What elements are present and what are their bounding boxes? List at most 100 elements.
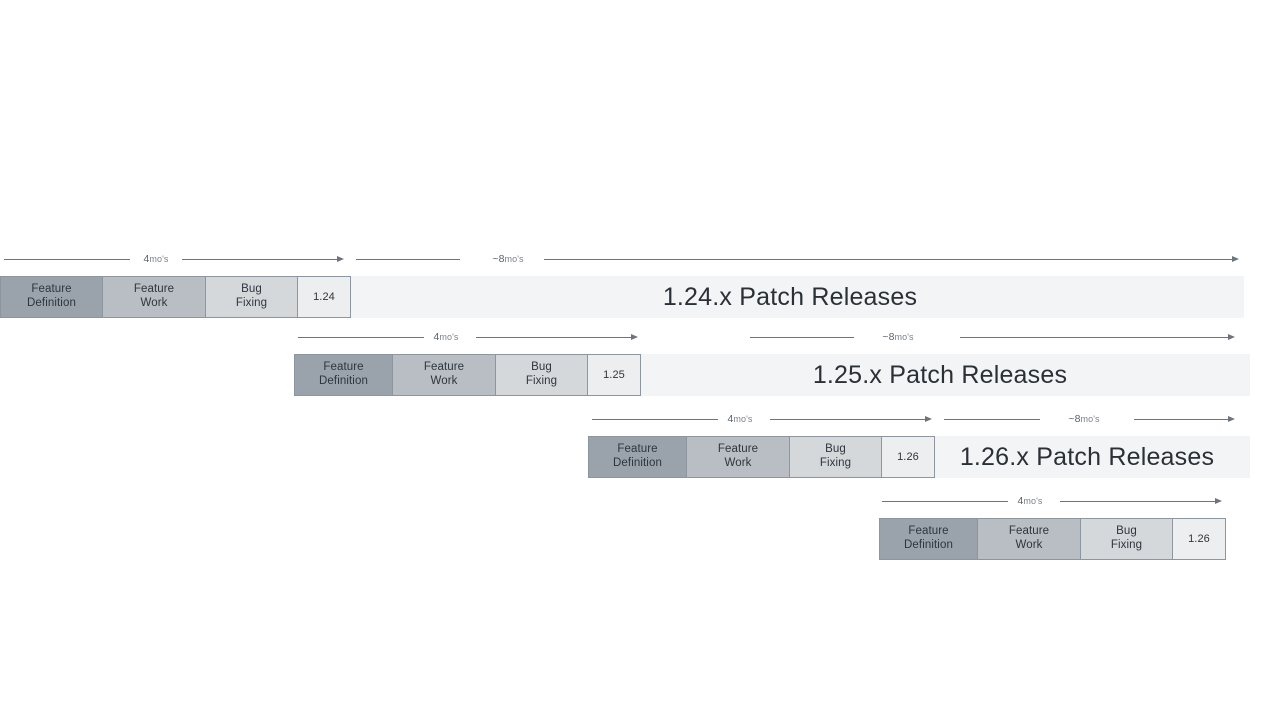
arrow-segment-right [182, 259, 337, 260]
dev-duration-unit: mo's [1023, 496, 1043, 506]
patch-duration-unit: mo's [894, 332, 914, 342]
arrow-head-icon [925, 415, 932, 422]
arrow-head-icon [631, 333, 638, 340]
phase-label-line1: Bug [531, 361, 552, 374]
arrow-segment-left [4, 259, 130, 260]
phase-label-line1: Feature [617, 443, 658, 456]
arrow-segment-left [592, 419, 718, 420]
arrow-segment-right [960, 337, 1228, 338]
phase-label-line1: Bug [825, 443, 846, 456]
arrow-segment-right [1060, 501, 1215, 502]
phase-label-line1: Feature [1008, 525, 1050, 538]
phase-feature-work[interactable]: Feature Work [102, 276, 206, 318]
dev-duration-unit: mo's [149, 254, 169, 264]
dev-duration-arrow-1-24: 4mo's [4, 253, 344, 267]
phase-label-line2: Fixing [1110, 539, 1143, 551]
version-label: 1.25 [603, 368, 625, 381]
phase-label-line2: Work [430, 375, 458, 387]
dev-duration-label: 4mo's [1017, 495, 1042, 507]
patch-release-label: 1.25.x Patch Releases [812, 360, 1068, 389]
arrow-head-icon [1232, 255, 1239, 262]
patch-duration-label: ~8mo's [492, 253, 523, 265]
phase-label-line1: Feature [717, 443, 759, 456]
dev-duration-value: 4 [727, 413, 734, 425]
phase-label-line1: Bug [1116, 525, 1137, 538]
dev-duration-unit: mo's [439, 332, 459, 342]
patch-duration-label: ~8mo's [1068, 413, 1099, 425]
dev-duration-value: 4 [143, 253, 150, 265]
phase-feature-work[interactable]: Feature Work [392, 354, 496, 396]
dev-duration-arrow-1-26-next: 4mo's [882, 495, 1222, 509]
dev-duration-label: 4mo's [143, 253, 168, 265]
phase-feature-work[interactable]: Feature Work [686, 436, 790, 478]
patch-duration-unit: mo's [504, 254, 524, 264]
dev-duration-value: 4 [433, 331, 440, 343]
patch-duration-value: ~8 [1068, 413, 1081, 425]
dev-duration-arrow-1-25: 4mo's [298, 331, 638, 345]
version-label: 1.24 [313, 290, 335, 303]
phase-label-line2: Fixing [235, 297, 268, 309]
phase-label-line1: Feature [908, 525, 949, 538]
patch-duration-arrow-1-24: ~8mo's [356, 253, 1240, 267]
version-label: 1.26 [897, 450, 919, 463]
phase-label-line2: Definition [27, 297, 76, 309]
phase-bug-fixing[interactable]: Bug Fixing [205, 276, 298, 318]
phase-label-line2: Definition [613, 457, 662, 469]
phase-label-line2: Fixing [819, 457, 852, 469]
patch-duration-unit: mo's [1080, 414, 1100, 424]
version-box[interactable]: 1.26 [881, 436, 935, 478]
phase-label-line1: Feature [31, 283, 72, 296]
dev-duration-unit: mo's [733, 414, 753, 424]
arrow-segment-right [476, 337, 631, 338]
patch-duration-value: ~8 [492, 253, 505, 265]
phase-strip-1-24: Feature Definition Feature Work Bug Fixi… [0, 276, 351, 318]
phase-feature-definition[interactable]: Feature Definition [879, 518, 978, 560]
phase-label-line2: Work [140, 297, 168, 309]
arrow-segment-left [882, 501, 1008, 502]
phase-bug-fixing[interactable]: Bug Fixing [1080, 518, 1173, 560]
dev-duration-label: 4mo's [433, 331, 458, 343]
arrow-head-icon [1228, 415, 1235, 422]
patch-duration-arrow-1-25: ~8mo's [750, 331, 1242, 345]
version-box[interactable]: 1.24 [297, 276, 351, 318]
arrow-head-icon [337, 255, 344, 262]
version-box[interactable]: 1.25 [587, 354, 641, 396]
phase-bug-fixing[interactable]: Bug Fixing [495, 354, 588, 396]
arrow-head-icon [1215, 497, 1222, 504]
arrow-segment-left [944, 419, 1040, 420]
phase-strip-1-26: Feature Definition Feature Work Bug Fixi… [588, 436, 935, 478]
patch-duration-value: ~8 [882, 331, 895, 343]
version-label: 1.26 [1188, 532, 1210, 545]
phase-label-line1: Feature [323, 361, 364, 374]
arrow-head-icon [1228, 333, 1235, 340]
phase-label-line2: Fixing [525, 375, 558, 387]
arrow-segment-right [544, 259, 1232, 260]
phase-label-line2: Work [724, 457, 752, 469]
phase-feature-definition[interactable]: Feature Definition [294, 354, 393, 396]
dev-duration-arrow-1-26: 4mo's [592, 413, 932, 427]
patch-release-label: 1.26.x Patch Releases [959, 442, 1215, 471]
phase-label-line1: Feature [423, 361, 465, 374]
phase-feature-work[interactable]: Feature Work [977, 518, 1081, 560]
phase-label-line2: Definition [904, 539, 953, 551]
phase-feature-definition[interactable]: Feature Definition [0, 276, 103, 318]
phase-label-line1: Feature [133, 283, 175, 296]
arrow-segment-right [770, 419, 925, 420]
phase-strip-1-25: Feature Definition Feature Work Bug Fixi… [294, 354, 641, 396]
version-box[interactable]: 1.26 [1172, 518, 1226, 560]
phase-strip-1-26-next: Feature Definition Feature Work Bug Fixi… [879, 518, 1226, 560]
dev-duration-label: 4mo's [727, 413, 752, 425]
phase-label-line2: Definition [319, 375, 368, 387]
dev-duration-value: 4 [1017, 495, 1024, 507]
phase-feature-definition[interactable]: Feature Definition [588, 436, 687, 478]
arrow-segment-left [750, 337, 854, 338]
patch-duration-label: ~8mo's [882, 331, 913, 343]
arrow-segment-left [298, 337, 424, 338]
phase-label-line1: Bug [241, 283, 262, 296]
patch-duration-arrow-1-26: ~8mo's [944, 413, 1242, 427]
phase-bug-fixing[interactable]: Bug Fixing [789, 436, 882, 478]
arrow-segment-left [356, 259, 460, 260]
phase-label-line2: Work [1015, 539, 1043, 551]
arrow-segment-right [1134, 419, 1228, 420]
